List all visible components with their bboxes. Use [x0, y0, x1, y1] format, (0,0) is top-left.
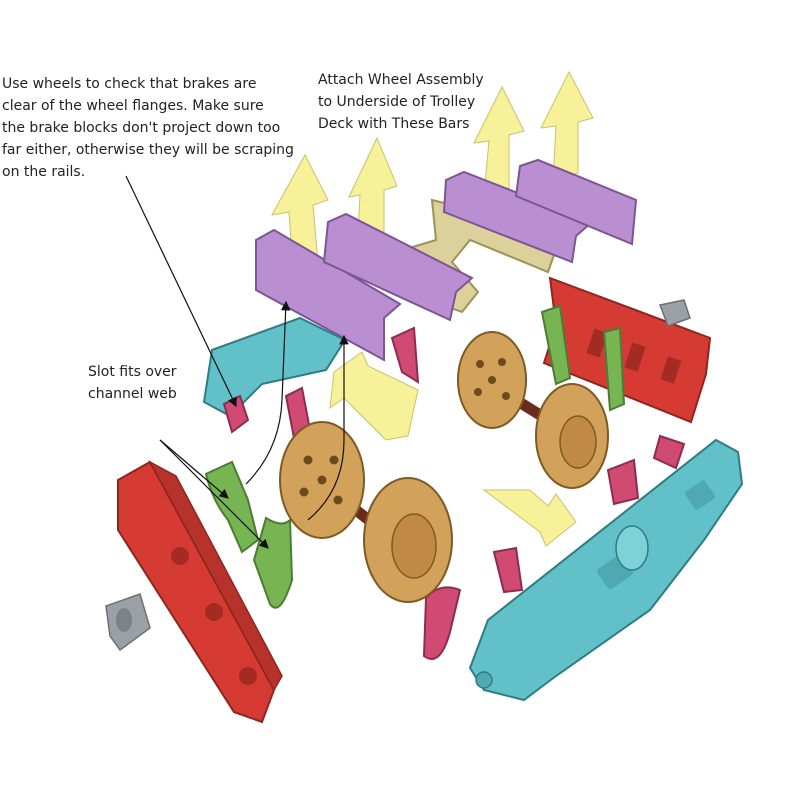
brake-block: [390, 326, 420, 384]
brake-hangers: [204, 304, 626, 609]
placement-arrow: [329, 351, 419, 441]
note-line: channel web: [88, 386, 177, 402]
brake-block: [422, 586, 462, 660]
brake-block: [606, 458, 640, 506]
note-line: the brake blocks don't project down too: [2, 120, 281, 136]
leader-line-brakes: [125, 175, 237, 408]
note-line: Use wheels to check that brakes are: [2, 76, 257, 92]
far-side-frame: [542, 276, 712, 424]
mounting-bars: [255, 158, 638, 362]
wheelset-front: [279, 421, 453, 603]
leader-line-attach: [307, 334, 349, 521]
brake-blocks: [222, 326, 686, 660]
brake-hanger: [252, 516, 294, 609]
mounting-bar: [514, 158, 638, 246]
attach-arrow: [540, 70, 594, 181]
attach-arrow: [271, 153, 329, 271]
leader-line-slot: [159, 439, 269, 549]
note-line: Deck with These Bars: [318, 116, 470, 132]
brake-block: [492, 546, 524, 594]
attach-bars-note: Attach Wheel Assembly to Underside of Tr…: [318, 69, 484, 135]
near-cyan-frame: [468, 438, 744, 702]
near-side-frame: [105, 460, 283, 724]
placement-arrow: [482, 489, 577, 547]
mounting-bar: [322, 212, 474, 322]
attach-arrow: [473, 85, 525, 196]
wheelset-rear: [457, 331, 609, 489]
brake-hanger: [204, 460, 260, 554]
brake-block: [652, 434, 686, 470]
brake-hanger: [540, 304, 572, 386]
note-line: far either, otherwise they will be scrap…: [2, 142, 294, 158]
note-line: on the rails.: [2, 164, 86, 180]
note-line: Slot fits over: [88, 364, 177, 380]
leader-line-attach: [245, 300, 291, 485]
leader-line-slot: [159, 439, 229, 499]
attach-arrows: [271, 70, 594, 271]
side-frame-cyan-far: [202, 316, 347, 418]
placement-arrows: [329, 351, 577, 547]
slot-note: Slot fits over channel web: [88, 361, 177, 405]
leader-lines: [125, 175, 349, 549]
note-line: to Underside of Trolley: [318, 94, 476, 110]
note-line: Attach Wheel Assembly: [318, 72, 484, 88]
axle-cap: [658, 299, 691, 327]
note-line: clear of the wheel flanges. Make sure: [2, 98, 264, 114]
brake-clearance-note: Use wheels to check that brakes are clea…: [2, 73, 294, 183]
mounting-bar: [255, 228, 402, 362]
brake-hanger: [602, 326, 626, 412]
mounting-bar: [442, 170, 594, 264]
